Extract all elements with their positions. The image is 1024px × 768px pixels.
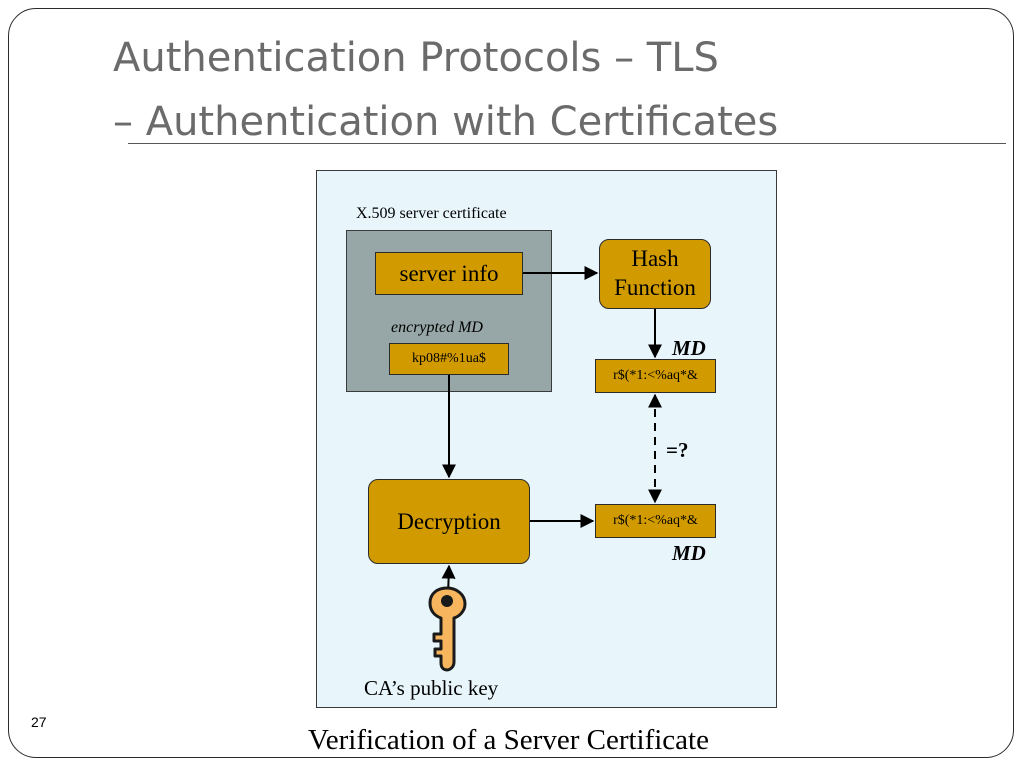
slide-number: 27 <box>31 714 47 730</box>
title-underline <box>128 143 1006 144</box>
decryption-label: Decryption <box>397 508 501 534</box>
encrypted-md-box: kp08#%1ua$ <box>389 343 509 375</box>
slide-title-line-2: – Authentication with Certificates <box>113 99 779 145</box>
decryption-box: Decryption <box>368 479 530 564</box>
md-value-bottom: r$(*1:<%aq*& <box>613 513 698 528</box>
hash-function-label-line1: Hash <box>631 246 679 272</box>
slide-frame <box>8 8 1014 758</box>
hash-function-box: Hash Function <box>599 239 711 309</box>
encrypted-md-value: kp08#%1ua$ <box>412 351 486 366</box>
slide-caption: Verification of a Server Certificate <box>308 724 709 756</box>
compare-label: =? <box>666 438 689 462</box>
certificate-label: X.509 server certificate <box>356 205 507 222</box>
slide-title-line-1: Authentication Protocols – TLS <box>113 35 719 81</box>
encrypted-md-label: encrypted MD <box>391 319 483 336</box>
md-value-bottom-box: r$(*1:<%aq*& <box>595 504 716 538</box>
md-label-bottom: MD <box>672 541 706 565</box>
key-label: CA’s public key <box>364 676 499 700</box>
server-info-box: server info <box>375 252 523 295</box>
md-value-top: r$(*1:<%aq*& <box>613 368 698 383</box>
md-value-top-box: r$(*1:<%aq*& <box>595 359 716 393</box>
key-icon <box>428 586 467 672</box>
md-label-top: MD <box>672 336 706 360</box>
server-info-label: server info <box>399 260 499 286</box>
hash-function-label-line2: Function <box>614 275 696 300</box>
